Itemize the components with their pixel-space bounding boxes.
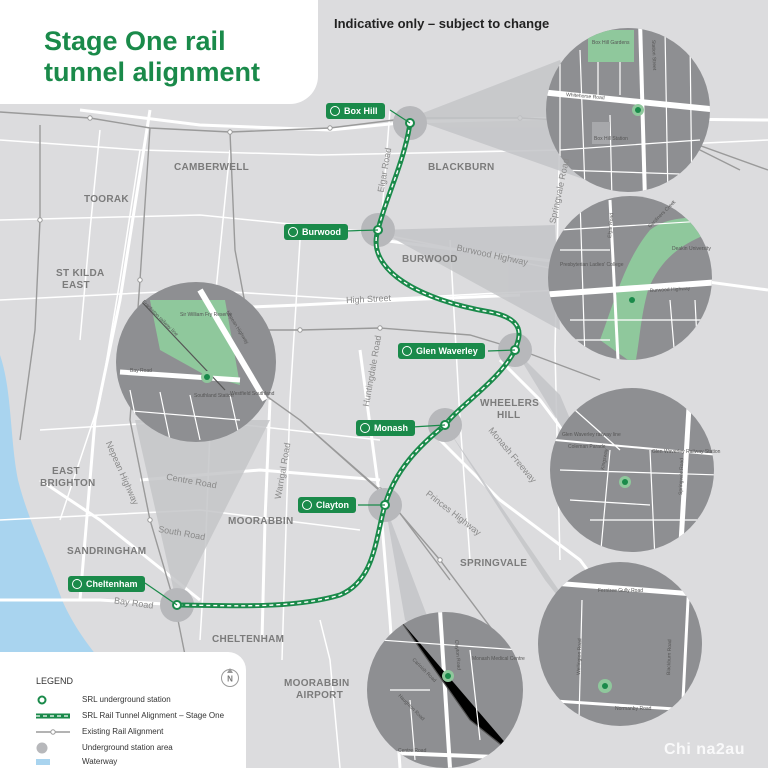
suburb-label: EAST	[52, 466, 80, 477]
svg-text:Normanby Road: Normanby Road	[615, 706, 652, 712]
suburb-label: EAST	[62, 280, 90, 291]
suburb-label: SPRINGVALE	[460, 558, 528, 569]
suburb-label: AIRPORT	[296, 690, 344, 701]
suburb-label: MOORABBIN	[228, 516, 294, 527]
legend-item: Waterway	[36, 756, 246, 768]
title-panel: Stage One rail tunnel alignment	[0, 0, 318, 104]
map-title: Stage One rail tunnel alignment	[44, 26, 260, 87]
suburb-label: ST KILDA	[56, 268, 105, 279]
svg-text:Southland Station: Southland Station	[194, 393, 234, 399]
tunnel-alignment-symbol-icon	[36, 713, 70, 719]
svg-text:Presbyterian Ladies' College: Presbyterian Ladies' College	[560, 262, 624, 268]
svg-text:Elgar Road: Elgar Road	[607, 213, 615, 239]
svg-text:Sir William Fry Reserve: Sir William Fry Reserve	[180, 312, 232, 318]
suburb-label: BRIGHTON	[40, 478, 96, 489]
station-badge-monash[interactable]: Monash	[356, 420, 416, 436]
svg-text:Blackburn Road: Blackburn Road	[666, 639, 673, 675]
station-badge-clayton[interactable]: Clayton	[298, 497, 357, 513]
north-arrow-icon: N	[221, 668, 239, 687]
inset-burwood: Elgar Road Gardiners Creek Burwood Highw…	[548, 196, 712, 360]
badge-connectors	[144, 109, 516, 606]
svg-text:Ferntree Gully Road: Ferntree Gully Road	[598, 588, 643, 594]
existing-rail-symbol-icon	[36, 729, 70, 735]
station-badge-cheltenham[interactable]: Cheltenham	[68, 576, 145, 592]
inset-clayton: Clayton Road Carinish Road Monash Medica…	[367, 612, 525, 768]
inset-cheltenham: Sir William Fry Reserve Bay Road Nepean …	[116, 282, 276, 442]
suburb-label: MOORABBIN	[284, 678, 350, 689]
suburb-label: HILL	[497, 410, 521, 421]
disclaimer: Indicative only – subject to change	[334, 16, 550, 31]
svg-text:Springvale Road: Springvale Road	[678, 458, 685, 495]
station-badge-box-hill[interactable]: Box Hill	[326, 103, 385, 119]
svg-text:Box Hill Station: Box Hill Station	[594, 136, 628, 142]
inset-box-hill: Box Hill Gardens Whitehorse Road Station…	[546, 28, 710, 192]
svg-text:Westfield Southland: Westfield Southland	[230, 391, 275, 397]
svg-text:Glen Waverley Railway Station: Glen Waverley Railway Station	[652, 449, 721, 455]
svg-text:Clayton Road: Clayton Road	[453, 640, 462, 671]
svg-text:Bay Road: Bay Road	[130, 368, 152, 374]
suburb-label: BURWOOD	[402, 254, 458, 265]
legend-item: SRL underground station	[36, 694, 246, 706]
inset-glen-waverley: Glen Waverley railway line Glen Waverley…	[550, 388, 721, 552]
svg-text:Coleman Parade: Coleman Parade	[568, 444, 606, 450]
suburb-label: CAMBERWELL	[174, 162, 250, 173]
waterway-bay	[0, 355, 110, 672]
legend-title: LEGEND	[36, 676, 74, 686]
inset-monash: Ferntree Gully Road Blackburn Road Welli…	[538, 562, 702, 726]
svg-text:Monash Medical Centre: Monash Medical Centre	[472, 656, 525, 662]
suburb-label: SANDRINGHAM	[67, 546, 147, 557]
suburb-label: TOORAK	[84, 194, 129, 205]
legend: LEGEND SRL underground station SRL Rail …	[0, 652, 246, 768]
svg-text:N: N	[227, 675, 233, 684]
svg-text:Station Street: Station Street	[650, 40, 657, 71]
svg-text:Deakin University: Deakin University	[672, 246, 711, 252]
svg-text:Kingsway: Kingsway	[600, 448, 610, 471]
svg-text:Wellington Road: Wellington Road	[576, 638, 583, 675]
watermark: Chi na2au	[664, 741, 745, 758]
suburb-label: WHEELERS	[480, 398, 540, 409]
legend-item: Existing Rail Alignment	[36, 726, 246, 738]
legend-item: SRL Rail Tunnel Alignment – Stage One	[36, 710, 246, 722]
srl-station-symbol-icon	[37, 695, 47, 705]
svg-text:Glen Waverley railway line: Glen Waverley railway line	[562, 432, 621, 438]
station-badge-glen-waverley[interactable]: Glen Waverley	[398, 343, 485, 359]
suburb-label: CHELTENHAM	[212, 634, 285, 645]
svg-text:Burwood Highway: Burwood Highway	[650, 286, 691, 294]
legend-item: Underground station area	[36, 742, 246, 754]
station-area-symbol-icon	[36, 742, 48, 754]
svg-text:Box Hill Gardens: Box Hill Gardens	[592, 40, 630, 46]
station-badge-burwood[interactable]: Burwood	[284, 224, 348, 240]
svg-text:Whitehorse Road: Whitehorse Road	[566, 92, 605, 101]
waterway-symbol-icon	[36, 759, 50, 765]
suburb-label: BLACKBURN	[428, 162, 495, 173]
svg-text:Centre Road: Centre Road	[398, 748, 427, 754]
